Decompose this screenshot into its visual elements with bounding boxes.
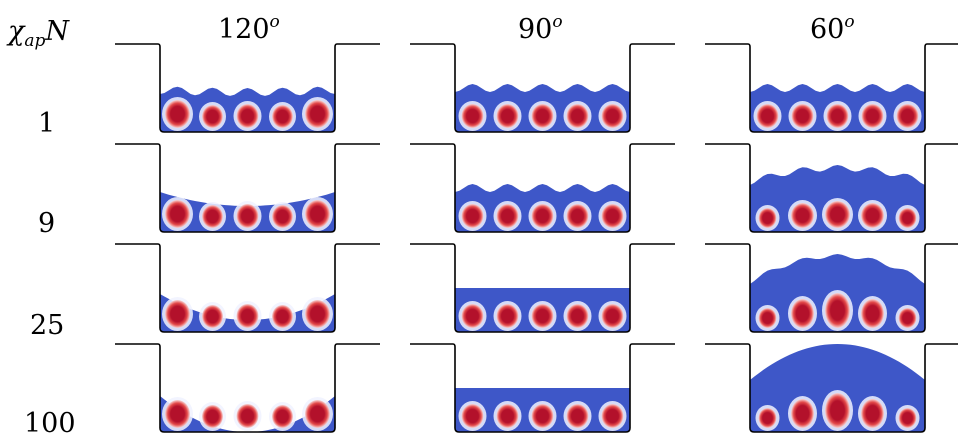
cylinder-domain [566,304,589,328]
row-label-1: 1 [38,108,56,139]
axis-label: χapN [8,18,69,50]
cylinder-domain [236,304,259,328]
cylinder-domain [861,399,884,428]
trench-wall [410,343,675,433]
cylinder-domain [236,104,259,128]
row-label-9: 9 [38,208,56,239]
cylinder-domain [236,204,259,228]
trench-wall [115,143,380,233]
cylinder-domain [165,300,190,328]
cylinder-domain [896,104,919,128]
trench-wall [410,43,675,133]
trench-wall [410,243,675,333]
trench-panel-r4-c3 [705,343,958,433]
trench-panel-r3-c1 [115,243,380,333]
axis-suffix: N [45,16,70,47]
trench-wall [115,343,380,433]
cylinder-domain [791,104,814,128]
cylinder-domain [758,208,777,228]
cylinder-domain [601,104,624,128]
trench-panel-r3-c3 [705,243,958,333]
cylinder-domain [202,405,223,428]
cylinder-domain [791,399,814,428]
cylinder-domain [496,304,519,328]
cylinder-domain [202,205,223,228]
cylinder-domain [461,104,484,128]
trench-wall [410,143,675,233]
cylinder-domain [898,308,917,328]
trench-panel-r2-c1 [115,143,380,233]
trench-wall [705,143,958,233]
cylinder-domain [825,201,850,228]
column-header-90: 90o [518,12,563,45]
cylinder-domain [496,104,519,128]
column-header-120: 120o [218,12,280,45]
cylinder-domain [601,304,624,328]
cylinder-domain [566,204,589,228]
cylinder-domain [825,293,850,328]
trench-wall [115,43,380,133]
cylinder-domain [531,404,554,428]
cylinder-domain [496,404,519,428]
cylinder-domain [756,104,779,128]
cylinder-domain [165,100,190,128]
cylinder-domain [825,393,850,428]
cylinder-domain [566,104,589,128]
trench-panel-r2-c3 [705,143,958,233]
cylinder-domain [531,104,554,128]
cylinder-domain [898,208,917,228]
trench-panel-r3-c2 [410,243,675,333]
cylinder-domain [531,304,554,328]
trench-panel-r2-c2 [410,143,675,233]
trench-panel-r1-c3 [705,43,958,133]
cylinder-domain [236,404,259,428]
cylinder-domain [601,204,624,228]
trench-panel-r4-c1 [115,343,380,433]
cylinder-domain [826,104,849,128]
cylinder-domain [601,404,624,428]
trench-panel-r1-c2 [410,43,675,133]
cylinder-domain [791,203,814,228]
cylinder-domain [461,204,484,228]
cylinder-domain [791,299,814,328]
cylinder-domain [202,105,223,128]
cylinder-domain [531,204,554,228]
trench-wall [115,243,380,333]
cylinder-domain [461,304,484,328]
cylinder-domain [305,100,330,128]
cylinder-domain [272,405,293,428]
trench-wall [705,43,958,133]
trench-wall [705,343,958,433]
cylinder-domain [305,400,330,428]
cylinder-domain [272,105,293,128]
cylinder-domain [898,408,917,428]
cylinder-domain [861,299,884,328]
trench-panel-r4-c2 [410,343,675,433]
row-label-100: 100 [24,408,76,439]
cylinder-domain [861,203,884,228]
column-header-60: 60o [810,12,855,45]
axis-subscript: ap [24,31,46,51]
cylinder-domain [496,204,519,228]
cylinder-domain [566,404,589,428]
cylinder-domain [758,308,777,328]
cylinder-domain [305,200,330,228]
cylinder-domain [165,400,190,428]
cylinder-domain [202,305,223,328]
cylinder-domain [272,205,293,228]
row-label-25: 25 [30,310,65,341]
cylinder-domain [272,305,293,328]
cylinder-domain [461,404,484,428]
cylinder-domain [861,104,884,128]
trench-panel-r1-c1 [115,43,380,133]
trench-wall [705,243,958,333]
axis-symbol: χ [8,16,25,47]
cylinder-domain [165,200,190,228]
cylinder-domain [305,300,330,328]
cylinder-domain [758,408,777,428]
